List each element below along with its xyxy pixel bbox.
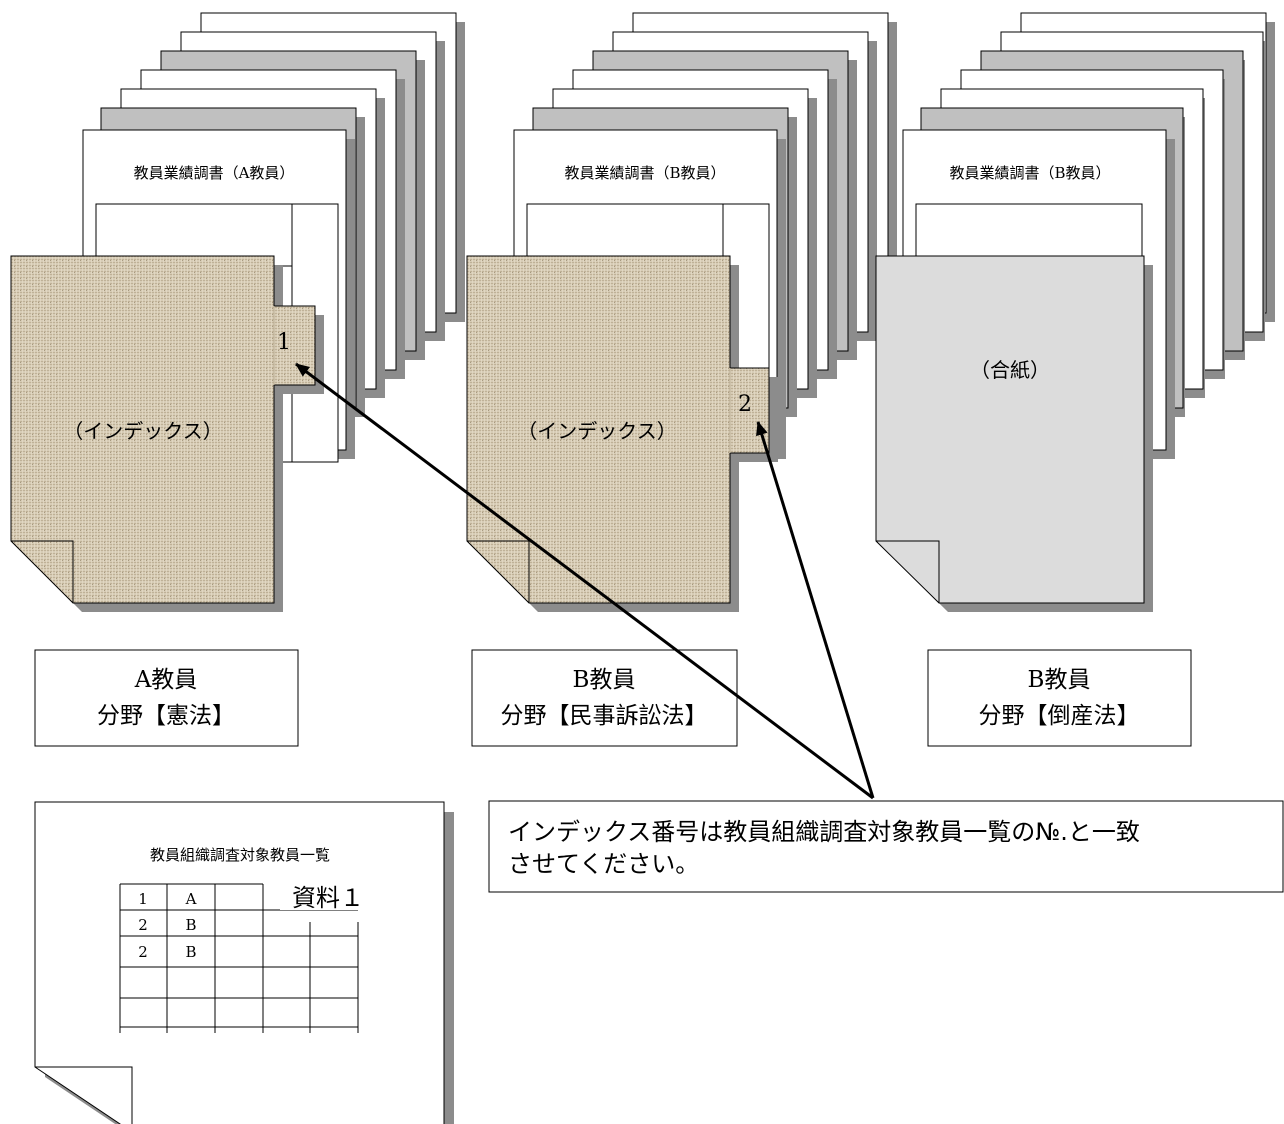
teacher-name: B教員 <box>573 667 636 693</box>
table-cell: A <box>185 890 197 908</box>
teacher-field: 分野【倒産法】 <box>979 703 1140 729</box>
teacher-label-box: B教員 分野【倒産法】 <box>927 649 1192 747</box>
report-title: 教員業績調書（A教員） <box>134 164 295 182</box>
arrow-to-tab-2 <box>756 421 875 799</box>
tab-number: 1 <box>277 330 291 355</box>
callout-note: インデックス番号は教員組織調査対象教員一覧の№.と一致 させてください。 <box>488 800 1284 893</box>
teacher-name: A教員 <box>134 667 198 693</box>
arrows <box>295 362 875 800</box>
report-title: 教員業績調書（B教員） <box>564 164 725 182</box>
teacher-label-box: A教員 分野【憲法】 <box>34 649 299 747</box>
teacher-list-document: 教員組織調査対象教員一覧 1 A 2 B 2 B 資料１ <box>34 801 454 1124</box>
divider-sheet: （合紙） <box>875 255 1153 612</box>
table-cell: 2 <box>138 943 148 961</box>
callout-line-2: させてください。 <box>508 850 699 878</box>
cover-label: （合紙） <box>970 358 1050 382</box>
table-cell: 2 <box>138 916 148 934</box>
arrow-to-tab-1 <box>295 362 874 800</box>
cover-label: （インデックス） <box>517 419 676 443</box>
teacher-name: B教員 <box>1028 667 1091 693</box>
teacher-label-box: B教員 分野【民事訴訟法】 <box>471 649 738 747</box>
document-stack-2: 教員業績調書（B教員） 2 （インデックス） B教員 分野【民事訴訟法】 <box>466 12 897 747</box>
report-title: 教員業績調書（B教員） <box>949 164 1110 182</box>
teacher-field: 分野【憲法】 <box>97 703 235 729</box>
table-cell: B <box>185 916 196 934</box>
table-cell: 1 <box>138 890 148 908</box>
teacher-field: 分野【民事訴訟法】 <box>501 703 708 729</box>
index-divider: 1 （インデックス） <box>10 255 324 612</box>
index-divider: 2 （インデックス） <box>466 255 778 612</box>
cover-label: （インデックス） <box>63 419 222 443</box>
list-title: 教員組織調査対象教員一覧 <box>150 846 330 864</box>
table-cell: B <box>185 943 196 961</box>
document-stack-3: 教員業績調書（B教員） （合紙） B教員 分野【倒産法】 <box>875 12 1275 747</box>
document-label: 資料１ <box>292 884 364 912</box>
callout-line-1: インデックス番号は教員組織調査対象教員一覧の№.と一致 <box>508 818 1140 846</box>
tab-number: 2 <box>738 392 752 417</box>
document-stack-1: 教員業績調書（A教員） 1 （インデックス） A教員 分野【憲法】 <box>10 12 465 747</box>
